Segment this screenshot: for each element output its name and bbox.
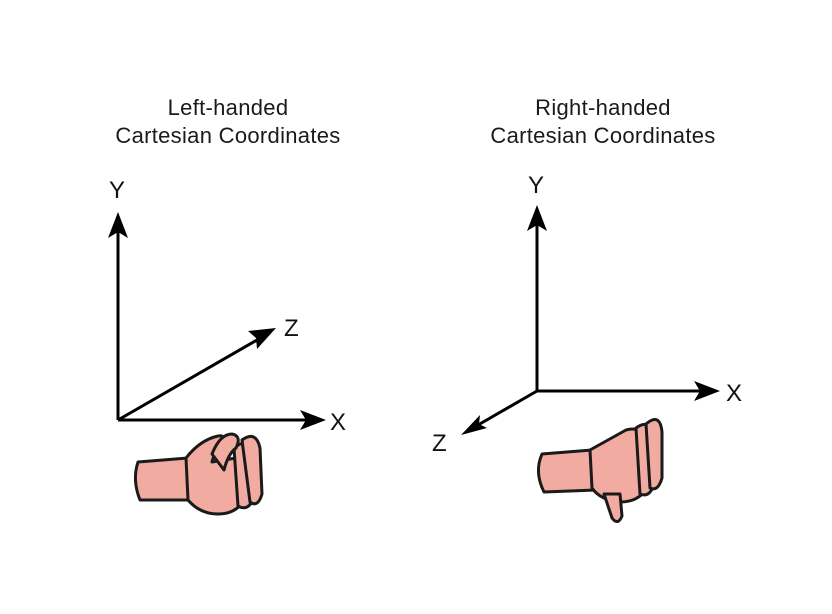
left-title-line2: Cartesian Coordinates bbox=[115, 123, 341, 148]
left-z-axis bbox=[117, 338, 258, 422]
left-axes: Y X Z bbox=[108, 177, 346, 436]
right-hand-icon bbox=[537, 418, 664, 523]
right-z-label: Z bbox=[432, 430, 447, 457]
right-title-line1: Right-handed bbox=[535, 95, 671, 120]
right-y-arrowhead bbox=[527, 205, 547, 231]
left-panel-title: Left-handed Cartesian Coordinates bbox=[48, 94, 408, 150]
right-z-axis bbox=[477, 389, 538, 427]
right-panel-title: Right-handed Cartesian Coordinates bbox=[423, 94, 783, 150]
left-x-arrowhead bbox=[300, 410, 326, 430]
right-title-line2: Cartesian Coordinates bbox=[490, 123, 716, 148]
right-x-arrowhead bbox=[694, 381, 720, 401]
right-z-arrowhead bbox=[461, 415, 487, 435]
left-y-arrowhead bbox=[108, 212, 128, 238]
left-z-label: Z bbox=[284, 315, 299, 342]
left-z-arrowhead bbox=[248, 328, 276, 349]
right-y-label: Y bbox=[528, 172, 544, 199]
right-x-label: X bbox=[726, 380, 742, 407]
left-x-label: X bbox=[330, 409, 346, 436]
left-hand-icon bbox=[133, 432, 264, 516]
left-title-line1: Left-handed bbox=[167, 95, 289, 120]
right-axes: Y X Z bbox=[432, 172, 742, 457]
left-y-label: Y bbox=[109, 177, 125, 204]
